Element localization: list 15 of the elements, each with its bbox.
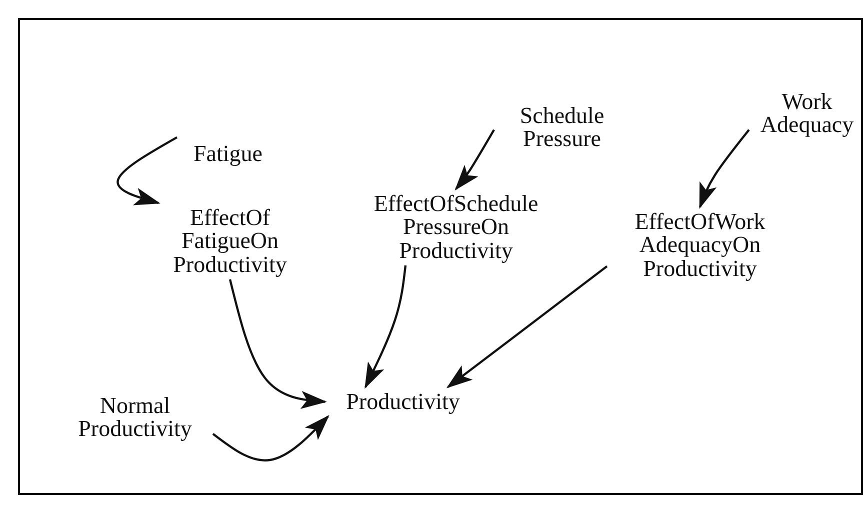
arrow: [454, 129, 495, 191]
variable-label: EffectOfWork AdequacyOn Productivity: [634, 210, 766, 280]
arrow: [212, 415, 330, 462]
arrow: [228, 279, 327, 409]
variable-label: EffectOf FatigueOn Productivity: [172, 206, 288, 276]
variable-label: Normal Productivity: [77, 394, 193, 441]
variable-label: Productivity: [346, 390, 460, 414]
arrow: [116, 136, 178, 206]
arrow: [446, 265, 608, 388]
variable-label: Work Adequacy: [759, 90, 855, 137]
arrow: [364, 265, 407, 389]
variable-label: EffectOfSchedule PressureOn Productivity: [372, 192, 540, 262]
arrow: [698, 129, 750, 209]
variable-label: Fatigue: [194, 142, 262, 166]
variable-label: Schedule Pressure: [518, 104, 606, 151]
